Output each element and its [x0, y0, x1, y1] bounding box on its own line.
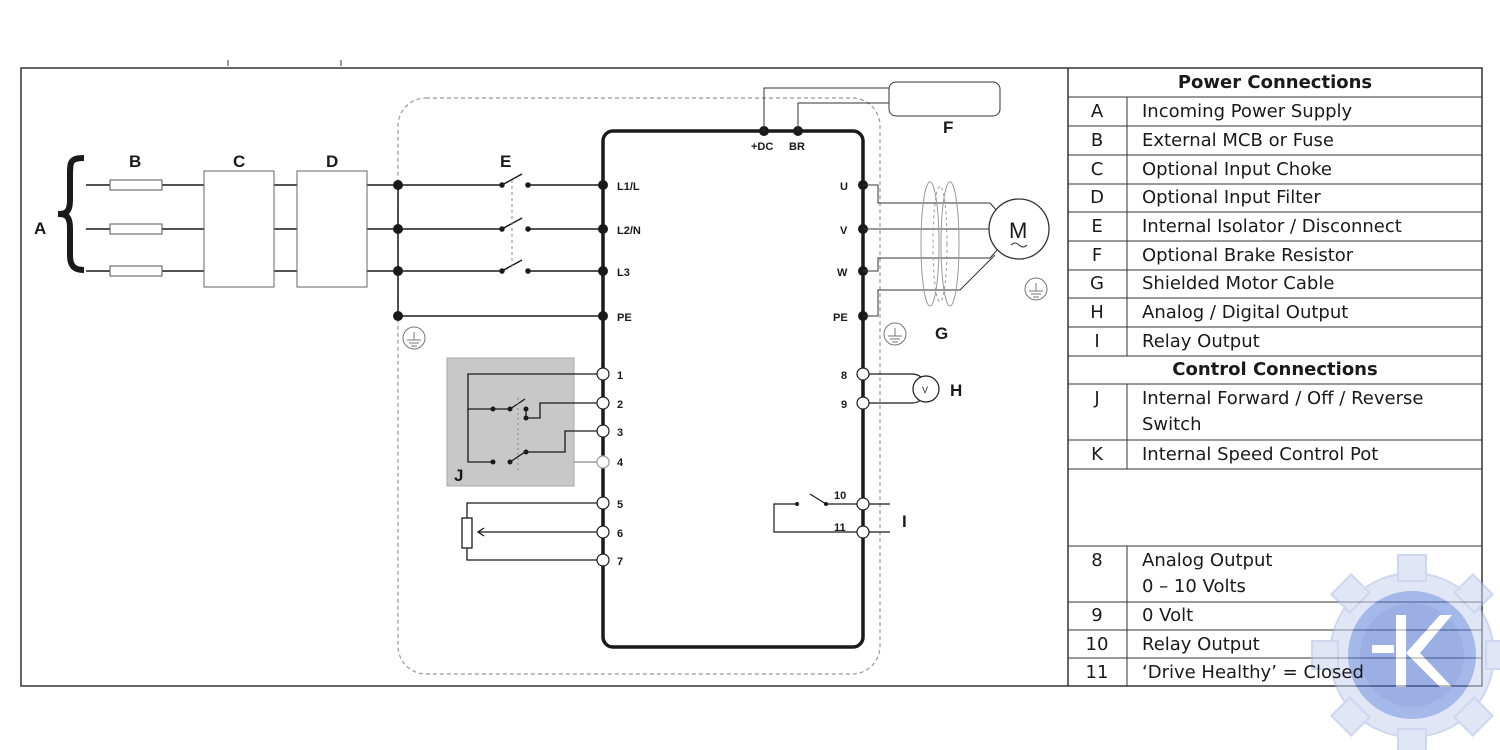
- legend-desc: Analog / Digital Output: [1142, 302, 1349, 323]
- legend-desc: 0 Volt: [1142, 605, 1194, 626]
- legend-desc: Optional Input Filter: [1142, 187, 1321, 208]
- ground-icon: [883, 322, 907, 346]
- control-connections-title: Control Connections: [1172, 359, 1378, 380]
- terminal-u: U: [840, 181, 848, 193]
- legend-key: 11: [1085, 662, 1109, 683]
- legend-key: J: [1094, 388, 1100, 409]
- legend-key: A: [1090, 101, 1104, 122]
- label-d: D: [326, 152, 338, 171]
- terminal-8: 8: [841, 370, 847, 382]
- label-f: F: [943, 118, 953, 137]
- legend-desc: Internal Isolator / Disconnect: [1142, 216, 1402, 237]
- label-a: A: [34, 219, 46, 238]
- label-i: I: [902, 512, 907, 531]
- terminal-l3: L3: [617, 267, 630, 279]
- isolator-contacts: [499, 173, 531, 274]
- terminal-5: 5: [617, 499, 623, 511]
- motor-cable: [863, 184, 999, 317]
- legend-desc: Relay Output: [1142, 331, 1260, 352]
- relay-contact: [773, 493, 890, 533]
- terminal-pe-left: PE: [617, 312, 632, 324]
- junction-dots: [393, 126, 868, 321]
- label-j: J: [454, 466, 463, 485]
- legend-desc: Internal Forward / Off / Reverse: [1142, 388, 1424, 409]
- label-h: H: [950, 381, 962, 400]
- terminal-11: 11: [834, 522, 846, 534]
- legend-desc: Analog Output: [1142, 550, 1273, 571]
- speed-pot: [461, 502, 603, 561]
- drive-enclosure: [397, 97, 881, 675]
- legend-key: E: [1091, 216, 1103, 237]
- terminal-l2: L2/N: [617, 225, 641, 237]
- control-switch-box: [446, 357, 575, 487]
- legend-key: 8: [1091, 550, 1103, 571]
- terminal-l1: L1/L: [617, 181, 640, 193]
- gear-logo-icon: [1311, 554, 1500, 750]
- label-b: B: [129, 152, 141, 171]
- label-c: C: [233, 152, 245, 171]
- label-g: G: [935, 324, 948, 343]
- legend-desc: Relay Output: [1142, 634, 1260, 655]
- legend-key: C: [1090, 159, 1104, 180]
- terminal-7: 7: [617, 556, 623, 568]
- legend-key: 10: [1085, 634, 1109, 655]
- legend-desc: Internal Speed Control Pot: [1142, 444, 1379, 465]
- power-connections-title: Power Connections: [1177, 72, 1373, 93]
- legend-desc-line2: Switch: [1142, 414, 1202, 435]
- input-filter-box: [296, 170, 368, 288]
- legend-key: I: [1094, 331, 1100, 352]
- terminal-dc-plus: +DC: [751, 141, 773, 153]
- legend-desc: Optional Input Choke: [1142, 159, 1333, 180]
- legend-key: D: [1090, 187, 1104, 208]
- legend-desc-line2: 0 – 10 Volts: [1142, 576, 1246, 597]
- ground-icon: [1024, 277, 1048, 301]
- terminal-w: W: [837, 267, 848, 279]
- drive-body: [601, 129, 865, 649]
- legend-key: F: [1091, 245, 1103, 266]
- motor-label: M: [1009, 218, 1027, 243]
- terminal-9: 9: [841, 399, 847, 411]
- terminal-6: 6: [617, 528, 623, 540]
- terminal-10: 10: [834, 490, 846, 502]
- terminal-3: 3: [617, 427, 623, 439]
- legend-key: K: [1091, 444, 1103, 465]
- label-e: E: [500, 152, 511, 171]
- terminal-2: 2: [617, 399, 623, 411]
- terminal-br: BR: [789, 141, 805, 153]
- fuses: [109, 179, 163, 277]
- legend-key: H: [1090, 302, 1104, 323]
- legend-desc: Shielded Motor Cable: [1142, 273, 1335, 294]
- ground-icon: [402, 326, 426, 350]
- cable-shield: [920, 181, 960, 307]
- terminal-4: 4: [617, 457, 624, 469]
- legend-key: 9: [1091, 605, 1103, 626]
- output-meter: [863, 373, 940, 404]
- motor-icon: [988, 198, 1050, 260]
- meter-label: V: [922, 385, 928, 395]
- legend-key: B: [1090, 130, 1104, 151]
- legend-key: G: [1090, 273, 1104, 294]
- brake-resistor: [888, 81, 1001, 117]
- control-terminals: [596, 367, 870, 567]
- legend-desc: ‘Drive Healthy’ = Closed: [1142, 662, 1364, 683]
- supply-brace: [57, 155, 85, 273]
- legend-desc: Incoming Power Supply: [1142, 101, 1353, 122]
- terminal-1: 1: [617, 370, 623, 382]
- terminal-pe-right: PE: [833, 312, 848, 324]
- terminal-v: V: [840, 225, 848, 237]
- input-choke-box: [203, 170, 275, 288]
- legend-desc: Optional Brake Resistor: [1142, 245, 1354, 266]
- legend-desc: External MCB or Fuse: [1142, 130, 1334, 151]
